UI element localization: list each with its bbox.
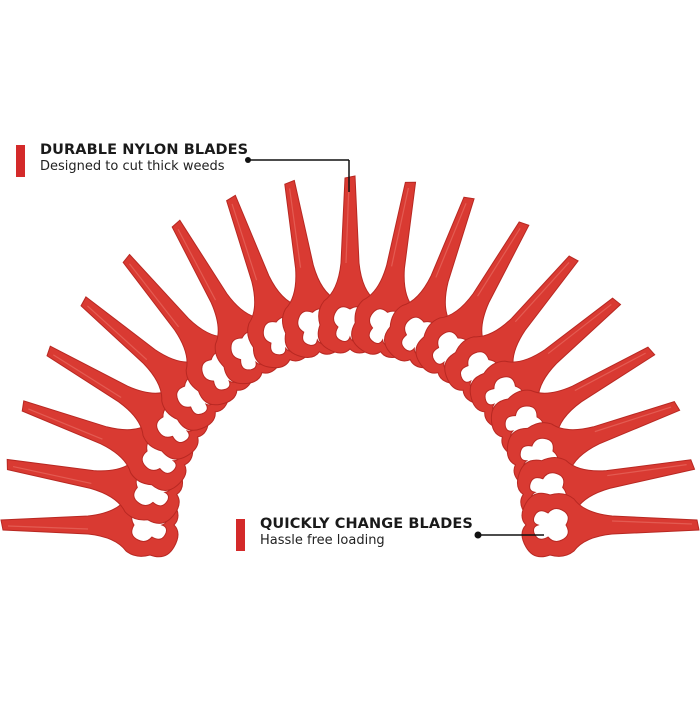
trimmer-blade [521, 492, 700, 558]
callout-marker [236, 519, 245, 551]
blade-fan [0, 175, 700, 558]
callout-quick-change: QUICKLY CHANGE BLADES Hassle free loadin… [236, 516, 473, 551]
callout-subtitle: Designed to cut thick weeds [40, 159, 225, 174]
callout-bottom-connector [474, 531, 544, 539]
callout-title: QUICKLY CHANGE BLADES [260, 516, 473, 532]
callout-top-connector [245, 157, 350, 192]
callout-subtitle: Hassle free loading [260, 533, 385, 548]
callout-marker [16, 145, 25, 177]
callout-title: DURABLE NYLON BLADES [40, 142, 249, 158]
callout-durable-nylon: DURABLE NYLON BLADES Designed to cut thi… [16, 142, 248, 177]
